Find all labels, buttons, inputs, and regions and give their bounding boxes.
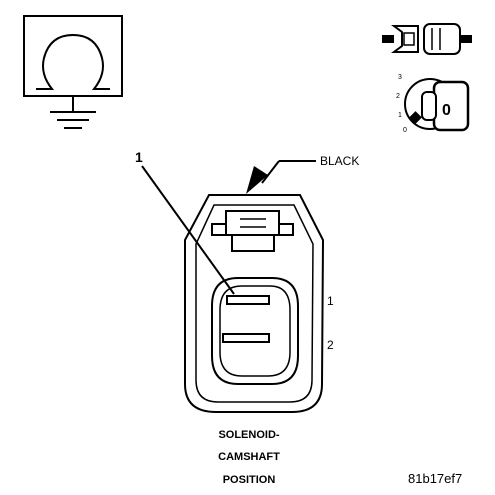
locking-tab <box>211 210 294 252</box>
connector-name-line-1: SOLENOID- <box>218 429 279 441</box>
ignition-position-1: 1 <box>398 112 402 119</box>
ohm-ground-icon <box>23 15 123 129</box>
connector-color-label: BLACK <box>320 154 359 168</box>
connector-housing <box>184 194 325 413</box>
connector-name-line-3: POSITION <box>223 474 276 486</box>
ignition-key-icon: 3 2 1 0 0 <box>396 74 470 134</box>
pin-callout: 1 <box>135 149 235 295</box>
pin-1-terminal <box>226 295 270 305</box>
connector-name-line-2: CAMSHAFT <box>218 451 280 463</box>
color-callout: BLACK <box>246 154 359 194</box>
ignition-position-0: 0 <box>403 127 407 134</box>
ignition-position-2: 2 <box>396 93 400 100</box>
pin-2-terminal <box>222 333 270 343</box>
callout-label: 1 <box>135 149 143 165</box>
ignition-position-3: 3 <box>398 74 402 81</box>
ignition-key-label: 0 <box>442 102 451 119</box>
pin-label-2: 2 <box>327 338 334 352</box>
connector-plug-icon <box>382 23 472 55</box>
figure-code: 81b17ef7 <box>408 471 462 486</box>
pin-label-1: 1 <box>327 294 334 308</box>
